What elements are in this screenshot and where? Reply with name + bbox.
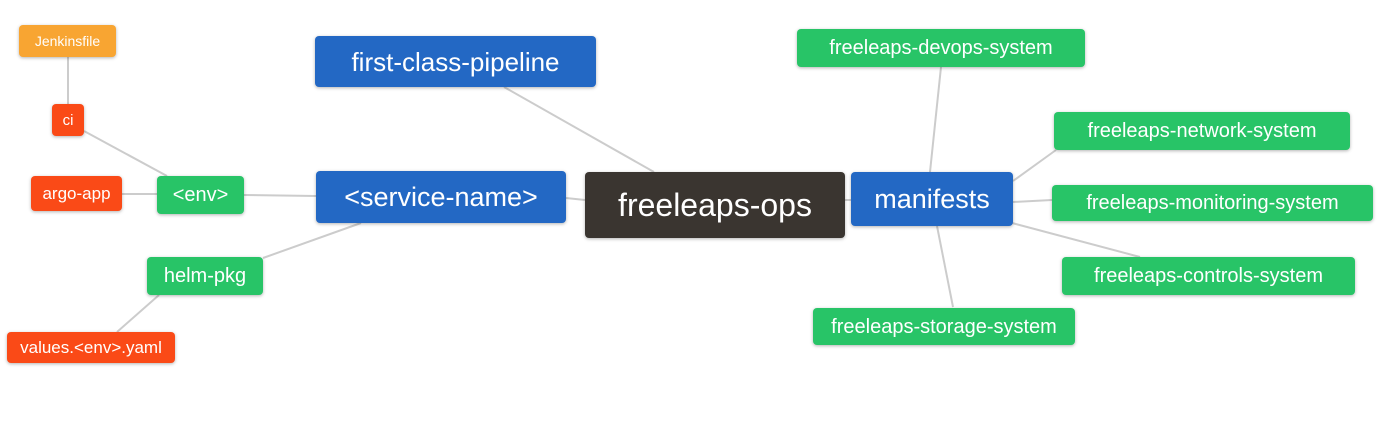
edge-service-name-freeleaps-ops bbox=[565, 197, 586, 201]
node-label-env: <env> bbox=[172, 184, 229, 206]
node-label-freeleaps-network-system: freeleaps-network-system bbox=[1087, 120, 1317, 142]
node-freeleaps-monitoring-system[interactable]: freeleaps-monitoring-system bbox=[1052, 185, 1373, 221]
node-argo-app[interactable]: argo-app bbox=[31, 176, 122, 211]
edge-manifests-freeleaps-network-system bbox=[1012, 149, 1057, 182]
node-label-service-name: <service-name> bbox=[344, 181, 538, 212]
node-label-manifests: manifests bbox=[874, 183, 990, 214]
node-label-values-env-yaml: values.<env>.yaml bbox=[20, 338, 162, 357]
node-label-ci: ci bbox=[62, 111, 74, 129]
node-label-argo-app: argo-app bbox=[42, 184, 111, 203]
node-label-freeleaps-devops-system: freeleaps-devops-system bbox=[829, 37, 1053, 59]
edge-first-class-pipeline-freeleaps-ops bbox=[503, 86, 655, 173]
node-freeleaps-storage-system[interactable]: freeleaps-storage-system bbox=[813, 308, 1075, 345]
node-label-freeleaps-controls-system: freeleaps-controls-system bbox=[1094, 265, 1323, 287]
node-values-env-yaml[interactable]: values.<env>.yaml bbox=[7, 332, 175, 363]
node-label-helm-pkg: helm-pkg bbox=[163, 265, 247, 287]
node-label-jenkinsfile: Jenkinsfile bbox=[34, 33, 101, 49]
edge-manifests-freeleaps-storage-system bbox=[936, 225, 954, 308]
edge-ci-env bbox=[83, 130, 168, 177]
edge-manifests-freeleaps-devops-system bbox=[929, 66, 942, 173]
node-freeleaps-ops[interactable]: freeleaps-ops bbox=[585, 172, 845, 238]
node-label-first-class-pipeline: first-class-pipeline bbox=[351, 46, 560, 77]
node-freeleaps-controls-system[interactable]: freeleaps-controls-system bbox=[1062, 257, 1355, 295]
node-service-name[interactable]: <service-name> bbox=[316, 171, 566, 223]
edge-manifests-freeleaps-monitoring-system bbox=[1012, 199, 1053, 203]
node-freeleaps-devops-system[interactable]: freeleaps-devops-system bbox=[797, 29, 1085, 67]
node-helm-pkg[interactable]: helm-pkg bbox=[147, 257, 263, 295]
node-label-freeleaps-storage-system: freeleaps-storage-system bbox=[831, 315, 1057, 338]
edge-service-name-helm-pkg bbox=[262, 222, 362, 259]
edge-helm-pkg-values-env-yaml bbox=[116, 294, 160, 333]
node-env[interactable]: <env> bbox=[157, 176, 244, 214]
node-jenkinsfile[interactable]: Jenkinsfile bbox=[19, 25, 116, 57]
node-freeleaps-network-system[interactable]: freeleaps-network-system bbox=[1054, 112, 1350, 150]
node-label-freeleaps-monitoring-system: freeleaps-monitoring-system bbox=[1086, 192, 1339, 214]
edge-manifests-freeleaps-controls-system bbox=[1011, 222, 1141, 258]
node-manifests[interactable]: manifests bbox=[851, 172, 1013, 226]
node-first-class-pipeline[interactable]: first-class-pipeline bbox=[315, 36, 596, 87]
node-ci[interactable]: ci bbox=[52, 104, 84, 136]
node-label-freeleaps-ops: freeleaps-ops bbox=[618, 187, 812, 223]
edge-env-service-name bbox=[243, 194, 317, 197]
